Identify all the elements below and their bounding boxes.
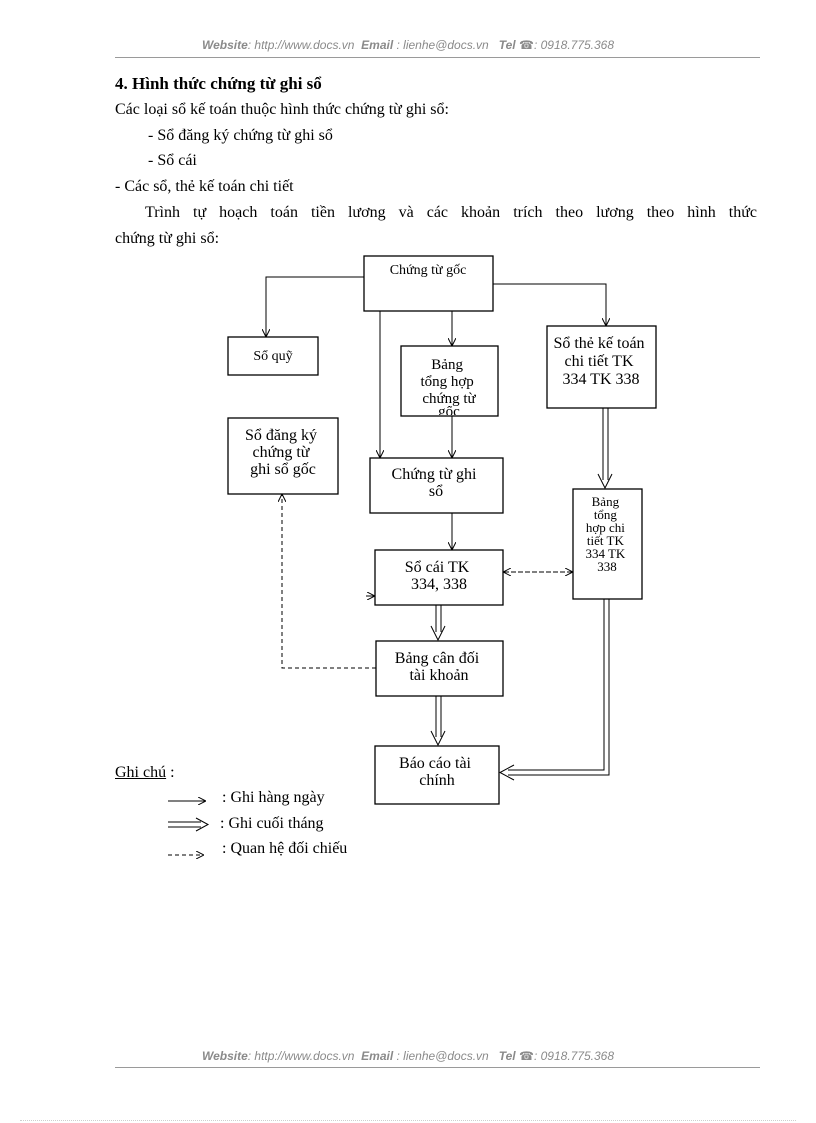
- email-label: Email: [361, 1049, 394, 1063]
- label-bang-tong-hop: Bảng tổng hợp chứng từ: [420, 357, 477, 407]
- box-bang-tong-hop-chi-tiet: [572, 488, 643, 600]
- page-footer: Website: http://www.docs.vn Email : lien…: [0, 1049, 816, 1063]
- label-so-quy: Sổ quỹ: [253, 349, 292, 364]
- intro-text: Các loại sổ kế toán thuộc hình thức chứn…: [115, 101, 449, 118]
- box-chung-tu-ghi-so: [369, 457, 504, 514]
- website-label: Website: [201, 1049, 248, 1063]
- legend-title: Ghi chú :: [115, 764, 175, 782]
- paragraph-line: chứng từ ghi sổ:: [115, 230, 220, 247]
- phone-icon: ☎: [519, 38, 534, 52]
- legend-daily-label: : Ghi hàng ngày: [222, 789, 325, 806]
- box-so-the-ke-toan: [546, 325, 657, 409]
- page-header: Website: http://www.docs.vn Email : lien…: [0, 38, 816, 52]
- paragraph-line: Trình tự hoạch toán tiền lương và các kh…: [145, 204, 757, 221]
- email-value: : lienhe@docs.vn: [393, 1049, 489, 1063]
- email-label: Email: [361, 38, 394, 52]
- box-bang-can-doi: [375, 640, 504, 697]
- box-so-dang-ky: [227, 417, 339, 495]
- label-bang-tong-hop-clipped: gốc: [438, 404, 460, 420]
- page-edge-dots: [20, 1120, 796, 1121]
- label-so-dang-ky: Sổ đăng ký chứng từ ghi sổ gốc: [245, 427, 321, 478]
- monthend-arrows: [430, 408, 613, 781]
- phone-icon: ☎: [519, 1049, 534, 1063]
- label-so-the-ke-toan: Sổ thẻ kế toán chi tiết TK 334 TK 338: [553, 335, 648, 388]
- box-bang-tong-hop: [400, 345, 499, 417]
- box-so-quy: [227, 336, 319, 376]
- label-so-cai: Sổ cái TK 334, 338: [405, 559, 474, 593]
- legend-symbols: [168, 801, 210, 855]
- website-label: Website: [201, 38, 248, 52]
- label-bao-cao: Báo cáo tài chính: [399, 755, 475, 789]
- legend-title-suffix: :: [166, 764, 175, 781]
- list-item: - Sổ đăng ký chứng từ ghi sổ: [148, 127, 333, 144]
- box-so-cai: [374, 549, 504, 606]
- email-value: : lienhe@docs.vn: [393, 38, 489, 52]
- list-item: - Sổ cái: [148, 152, 197, 169]
- legend-monthend-arrow: [168, 817, 210, 832]
- detail-line: - Các sổ, thẻ kế toán chi tiết: [115, 178, 294, 195]
- arrow-goc-to-so-the: [493, 283, 606, 325]
- arrow-goc-to-so-quy: [266, 276, 364, 336]
- tel-label: Tel: [498, 38, 516, 52]
- legend-title-text: Ghi chú: [115, 764, 167, 781]
- header-rule: [115, 57, 760, 58]
- box-bao-cao: [374, 745, 500, 805]
- label-chung-tu-goc: Chứng từ gốc: [390, 263, 467, 278]
- website-value: : http://www.docs.vn: [247, 38, 355, 52]
- label-bang-can-doi: Bảng cân đối tài khoản: [395, 650, 483, 684]
- dashed-bang-can-doi-to-so-dang-ky: [282, 495, 376, 669]
- legend-monthend-label: : Ghi cuối tháng: [220, 815, 324, 832]
- tel-value: : 0918.775.368: [533, 38, 615, 52]
- label-bang-tong-hop-chi-tiet: Bảng tổng hợp chi tiết TK 334 TK 338: [585, 494, 628, 574]
- tel-value: : 0918.775.368: [533, 1049, 615, 1063]
- legend-reconcile-label: : Quan hệ đối chiếu: [222, 840, 348, 857]
- reconcile-arrows: [282, 495, 572, 669]
- section-heading: 4. Hình thức chứng từ ghi sổ: [115, 74, 322, 93]
- box-chung-tu-goc: [363, 255, 494, 312]
- daily-arrows: [266, 276, 606, 596]
- tel-label: Tel: [498, 1049, 516, 1063]
- website-value: : http://www.docs.vn: [247, 1049, 355, 1063]
- footer-rule: [115, 1067, 760, 1068]
- label-chung-tu-ghi-so: Chứng từ ghi sổ: [392, 466, 481, 500]
